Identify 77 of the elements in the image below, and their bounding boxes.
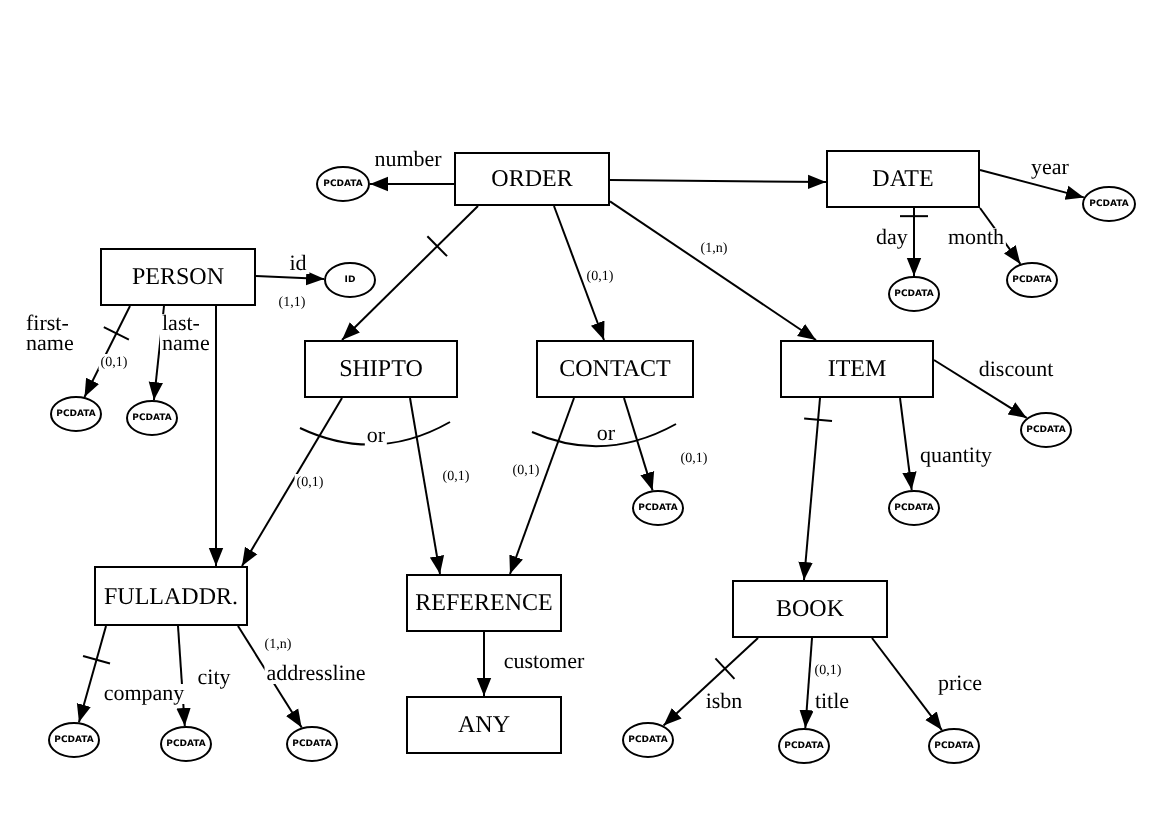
element-box — [94, 566, 248, 626]
edge-label: customer — [501, 652, 587, 672]
edge-label: quantity — [917, 446, 995, 466]
arrow — [341, 205, 479, 341]
element-name: ORDER — [491, 164, 573, 194]
element-box — [304, 340, 458, 398]
attribute-ellipse — [160, 726, 212, 762]
arrow — [623, 397, 655, 492]
edge-label: year — [1029, 158, 1071, 178]
element-name: REFERENCE — [415, 588, 553, 618]
attribute-ellipse — [888, 490, 940, 526]
arrow — [662, 637, 759, 727]
arrow — [83, 305, 131, 398]
element-box — [406, 574, 562, 632]
attribute-ellipse — [778, 728, 830, 764]
element-box — [536, 340, 694, 398]
element-name: SHIPTO — [339, 354, 423, 384]
element-box — [454, 152, 610, 206]
element-box — [406, 696, 562, 754]
arrow — [208, 305, 224, 567]
or-label: or — [594, 424, 618, 444]
element-box — [732, 580, 888, 638]
arrow — [899, 397, 917, 492]
edge-label: discount — [976, 360, 1056, 380]
edge-label: addressline — [264, 664, 368, 684]
element-name: CONTACT — [559, 354, 671, 384]
attribute-ellipse — [316, 166, 370, 202]
element-name: ITEM — [827, 354, 887, 384]
element-box — [826, 150, 980, 208]
edge-label: number — [372, 150, 444, 170]
attribute-ellipse — [1082, 186, 1136, 222]
arrow — [237, 625, 303, 729]
arrow — [241, 397, 343, 567]
element-name: ANY — [458, 710, 510, 740]
arrow — [609, 200, 817, 341]
element-name: BOOK — [775, 594, 844, 624]
arrow — [933, 359, 1028, 419]
edge-label: month — [945, 228, 1007, 248]
attribute-ellipse — [1020, 412, 1072, 448]
attribute-ellipse — [126, 400, 178, 436]
edge-label: first-name — [24, 314, 76, 354]
attribute-ellipse — [286, 726, 338, 762]
element-name: PERSON — [131, 262, 224, 292]
edge-label: city — [195, 668, 233, 688]
arrow — [871, 637, 943, 732]
edge-label: day — [874, 228, 910, 248]
arrow — [476, 631, 492, 697]
arrow — [76, 625, 107, 724]
attribute-ellipse — [888, 276, 940, 312]
arrow — [553, 205, 605, 341]
edge-label: last-name — [160, 314, 212, 354]
attribute-ellipse — [1006, 262, 1058, 298]
arrow — [906, 207, 922, 277]
attribute-ellipse — [632, 490, 684, 526]
element-name: FULLADDR. — [103, 581, 238, 611]
arrow — [255, 270, 326, 286]
attribute-ellipse — [324, 262, 376, 298]
attribute-ellipse — [50, 396, 102, 432]
attribute-ellipse — [622, 722, 674, 758]
arrow — [979, 169, 1085, 200]
edge-label: price — [936, 674, 984, 694]
edge-label: title — [812, 692, 852, 712]
edge-label: isbn — [703, 692, 745, 712]
arrow — [798, 397, 821, 581]
arrow — [409, 397, 445, 575]
element-box — [780, 340, 934, 398]
or-label: or — [364, 426, 388, 446]
arrow — [609, 174, 827, 190]
element-box — [100, 248, 256, 306]
edge-label: id — [287, 254, 309, 274]
arrow — [509, 397, 575, 575]
attribute-ellipse — [48, 722, 100, 758]
arrow — [799, 637, 814, 729]
element-name: DATE — [872, 164, 934, 194]
attribute-ellipse — [928, 728, 980, 764]
edge-label: company — [101, 684, 187, 704]
arrow — [369, 176, 455, 192]
